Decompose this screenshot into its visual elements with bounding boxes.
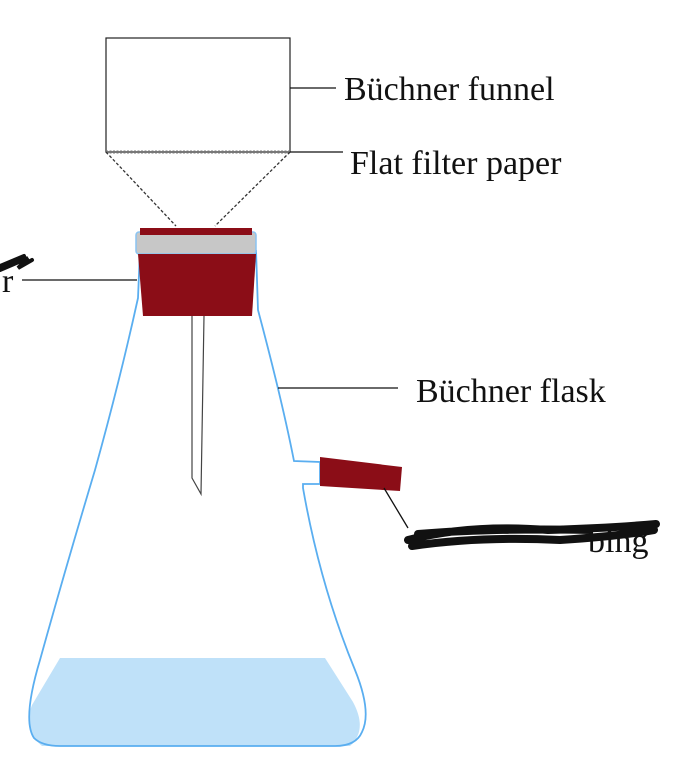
rubber-stopper [138, 254, 256, 316]
label-buchner-funnel: Büchner funnel [344, 71, 555, 108]
buchner-funnel-body [105, 37, 291, 153]
flask-liquid [28, 658, 360, 746]
label-buchner-flask: Büchner flask [416, 373, 606, 410]
stopper-rim [140, 228, 252, 235]
funnel-cone [105, 151, 291, 227]
side-arm-tubing [320, 457, 402, 491]
label-stopper-fragment: r [2, 263, 14, 300]
label-flat-filter-paper: Flat filter paper [350, 145, 562, 182]
tubing-leader-line [383, 487, 409, 529]
stopper-label-scribble [0, 254, 34, 272]
stopper-collar [135, 231, 257, 255]
tubing-label-scribble [404, 520, 660, 550]
funnel-stem [191, 315, 205, 497]
buchner-flask-outline [28, 249, 367, 747]
